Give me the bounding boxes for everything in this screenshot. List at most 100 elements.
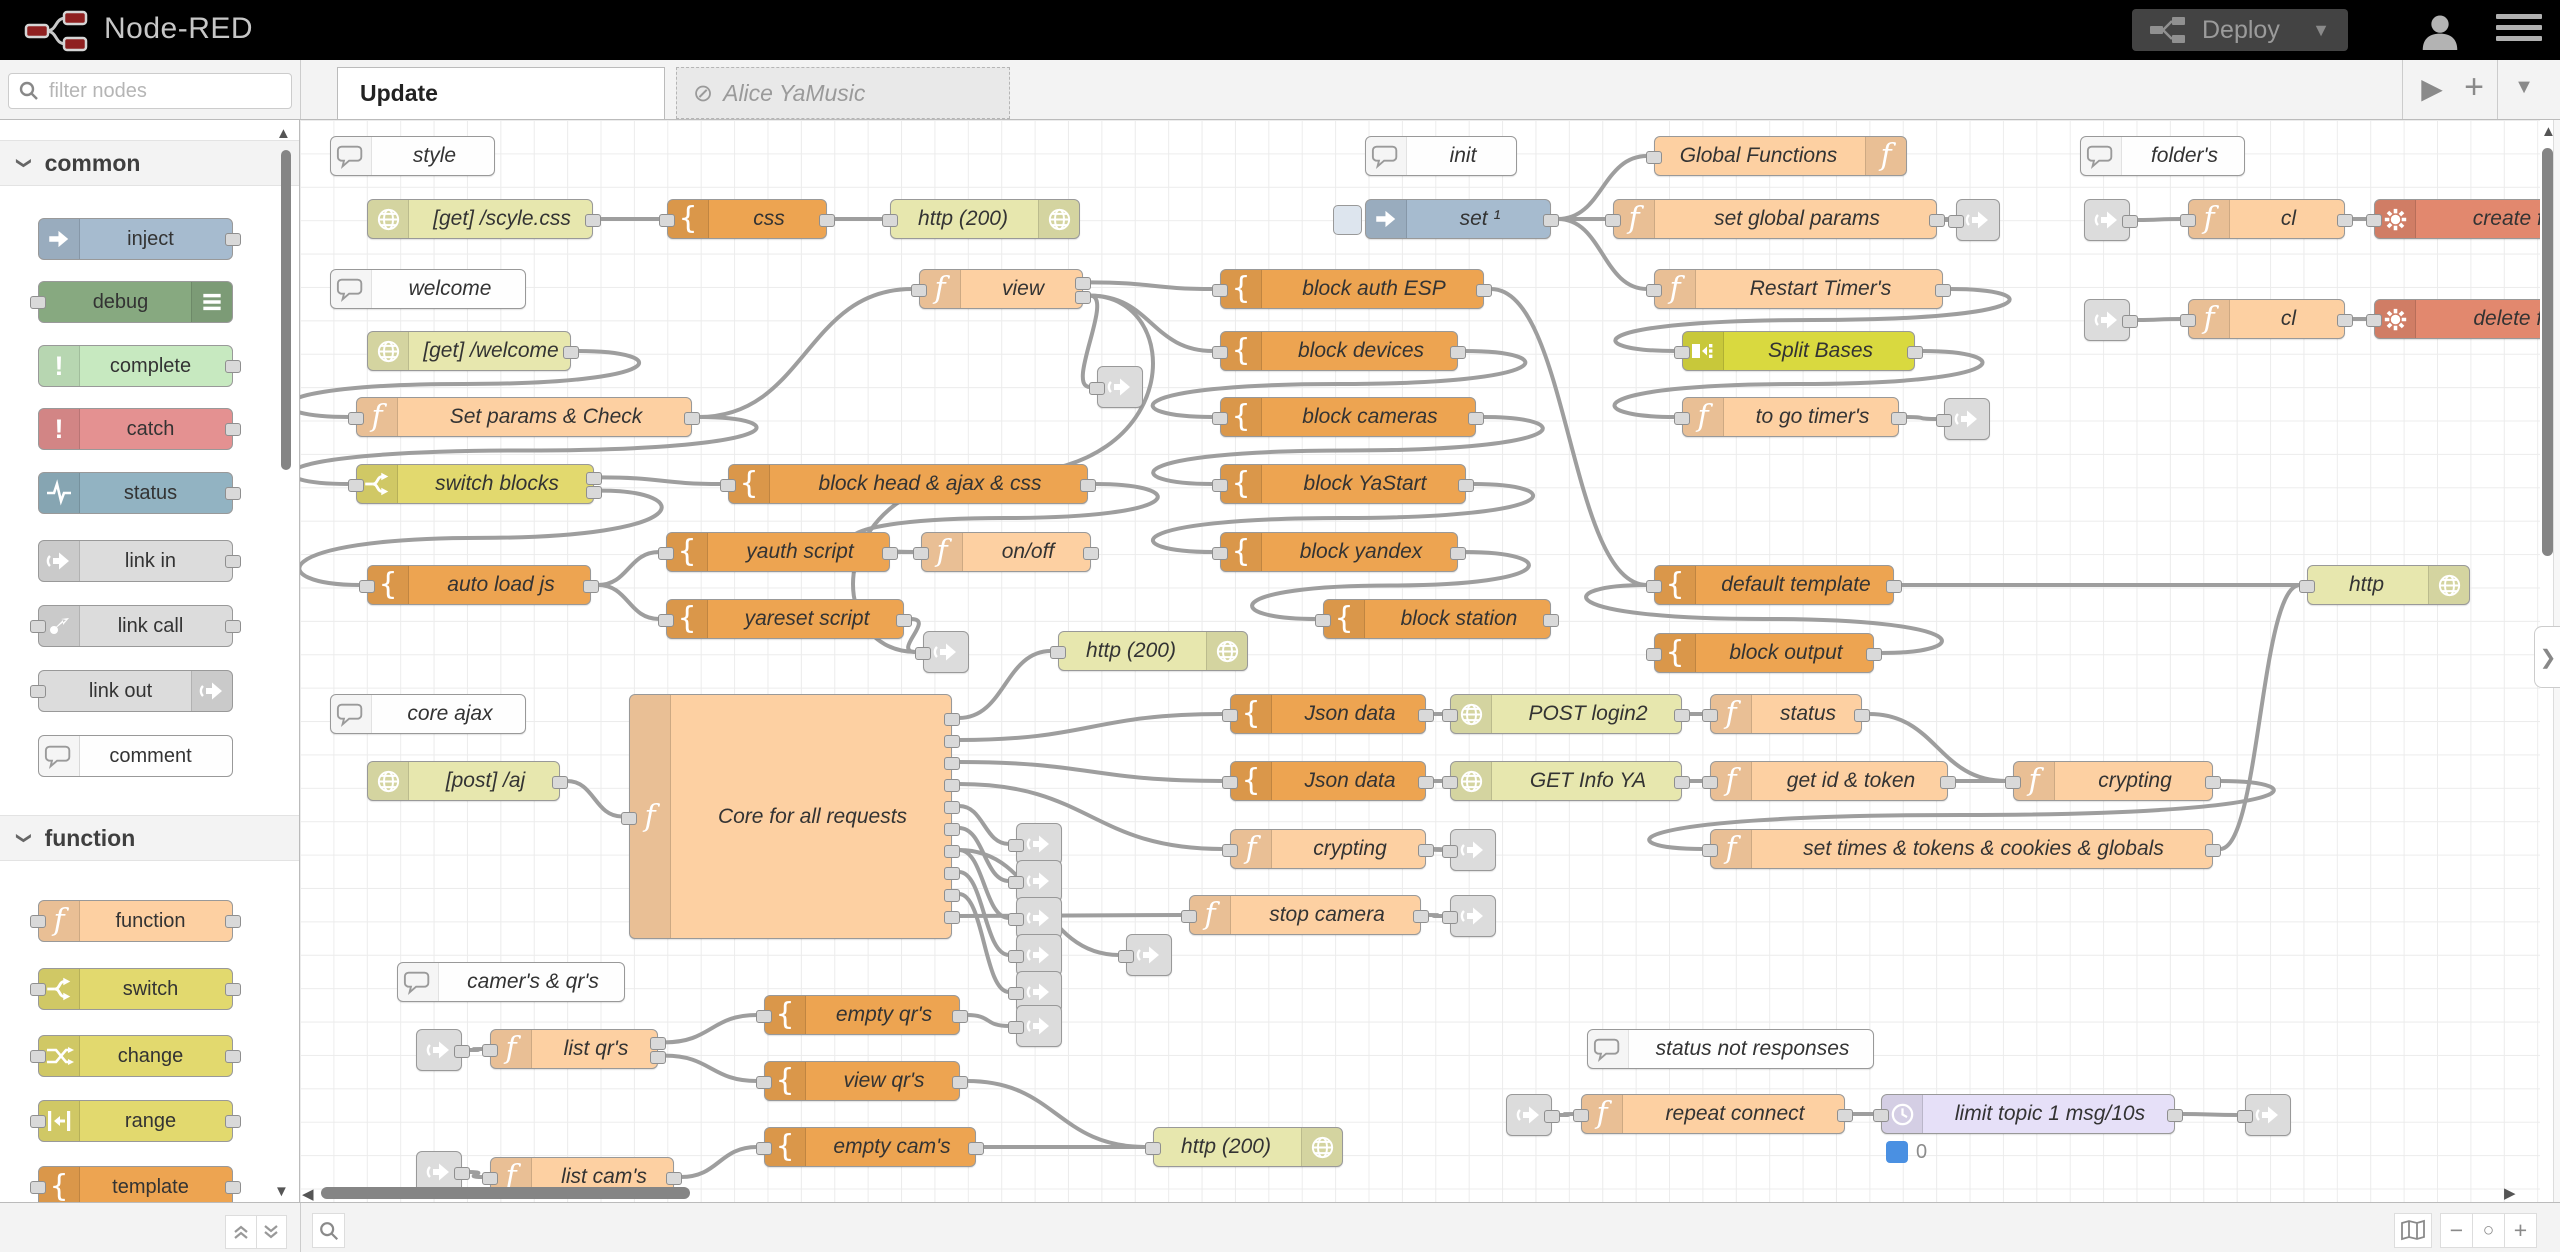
input-port[interactable] (1442, 776, 1458, 789)
port[interactable] (30, 685, 46, 698)
output-port[interactable] (650, 1037, 666, 1051)
input-port[interactable] (1442, 709, 1458, 722)
port[interactable] (225, 1115, 241, 1128)
output-port[interactable] (563, 346, 579, 359)
flow-node-yareset-script[interactable]: {yareset script (658, 599, 912, 639)
output-port[interactable] (1940, 776, 1956, 789)
input-port[interactable] (915, 647, 931, 660)
flow-node-create-fol[interactable]: create fol (2366, 199, 2540, 239)
flow-node-block-devices[interactable]: {block devices (1212, 331, 1466, 371)
flow-node-http-200-[interactable]: http (200) (1145, 1127, 1343, 1167)
zoom-reset-button[interactable]: ○ (2472, 1213, 2505, 1248)
port[interactable] (225, 487, 241, 500)
flow-node-link-C17[interactable] (1089, 366, 1143, 408)
output-port[interactable] (1935, 284, 1951, 297)
palette-item-template[interactable]: {template (30, 1166, 241, 1202)
port[interactable] (225, 983, 241, 996)
output-port[interactable] (968, 1142, 984, 1155)
flow-node-switch-blocks[interactable]: switch blocks (348, 464, 602, 504)
input-port[interactable] (1605, 214, 1621, 227)
input-port[interactable] (482, 1044, 498, 1057)
port[interactable] (225, 423, 241, 436)
port[interactable] (225, 555, 241, 568)
input-port[interactable] (1212, 412, 1228, 425)
input-port[interactable] (1646, 648, 1662, 661)
flow-node-empty-qr-s[interactable]: {empty qr's (756, 995, 968, 1035)
flow-node-link-C68[interactable] (1506, 1094, 1560, 1136)
palette-item-link-in[interactable]: link in (38, 540, 241, 582)
flow-node-link-C28[interactable] (1948, 199, 2000, 241)
output-port[interactable] (586, 485, 602, 499)
input-port[interactable] (1212, 284, 1228, 297)
input-port[interactable] (348, 412, 364, 425)
output-port[interactable] (944, 889, 960, 902)
inject-button[interactable] (1333, 205, 1362, 235)
port[interactable] (30, 1050, 46, 1063)
output-port[interactable] (1929, 214, 1945, 227)
port[interactable] (225, 233, 241, 246)
output-port[interactable] (1674, 709, 1690, 722)
input-port[interactable] (1315, 614, 1331, 627)
flow-node-link-C74[interactable] (1008, 897, 1062, 939)
sidebar-toggle-button[interactable]: ❯ (2534, 626, 2560, 688)
input-port[interactable] (2366, 214, 2382, 227)
output-port[interactable] (882, 547, 898, 560)
output-port[interactable] (2122, 315, 2138, 328)
output-port[interactable] (1080, 479, 1096, 492)
input-port[interactable] (1222, 709, 1238, 722)
flow-node-get-info-ya[interactable]: GET Info YA (1442, 761, 1690, 801)
flow-node-link-C72[interactable] (1008, 823, 1062, 865)
flow-node-welcome[interactable]: welcome (330, 269, 526, 309)
zoom-out-button[interactable]: − (2440, 1213, 2473, 1248)
flow-node--get-welcome[interactable]: [get] /welcome (367, 331, 579, 371)
tab-update[interactable]: Update (337, 67, 665, 119)
output-port[interactable] (1418, 844, 1434, 857)
flow-node-block-output[interactable]: {block output (1646, 633, 1882, 673)
palette-item-range[interactable]: range (30, 1100, 241, 1142)
input-port[interactable] (2299, 580, 2315, 593)
port[interactable] (225, 1181, 241, 1194)
input-port[interactable] (2180, 314, 2196, 327)
input-port[interactable] (1936, 414, 1952, 427)
navigator-button[interactable] (2394, 1213, 2432, 1248)
input-port[interactable] (2005, 776, 2021, 789)
input-port[interactable] (621, 811, 637, 825)
palette-category-common[interactable]: ❯common (0, 140, 299, 186)
flow-node-core-ajax[interactable]: core ajax (330, 694, 526, 734)
input-port[interactable] (1873, 1109, 1889, 1122)
user-button[interactable] (2418, 12, 2462, 50)
port[interactable] (30, 983, 46, 996)
canvas-hscrollbar[interactable] (321, 1187, 690, 1199)
canvas-scroll-up[interactable]: ▲ (2541, 123, 2556, 140)
input-port[interactable] (1222, 776, 1238, 789)
output-port[interactable] (896, 614, 912, 627)
input-port[interactable] (1212, 479, 1228, 492)
flow-node-link-C78[interactable] (1118, 934, 1172, 976)
canvas-vscrollbar[interactable] (2542, 148, 2553, 556)
input-port[interactable] (720, 479, 736, 492)
output-port[interactable] (585, 214, 601, 227)
port[interactable] (30, 915, 46, 928)
output-port[interactable] (2337, 314, 2353, 327)
input-port[interactable] (1674, 412, 1690, 425)
flow-node-block-head-ajax-css[interactable]: {block head & ajax & css (720, 464, 1096, 504)
flow-node-view-qr-s[interactable]: {view qr's (756, 1061, 968, 1101)
port[interactable] (30, 620, 46, 633)
input-port[interactable] (1442, 911, 1458, 924)
search-input[interactable] (47, 78, 271, 104)
output-port[interactable] (944, 801, 960, 814)
flow-node-link-C37[interactable] (2084, 299, 2138, 341)
output-port[interactable] (2122, 215, 2138, 228)
input-port[interactable] (1702, 844, 1718, 857)
flow-node-empty-cam-s[interactable]: {empty cam's (756, 1127, 984, 1167)
input-port[interactable] (882, 214, 898, 227)
palette-item-debug[interactable]: debug (30, 281, 233, 323)
